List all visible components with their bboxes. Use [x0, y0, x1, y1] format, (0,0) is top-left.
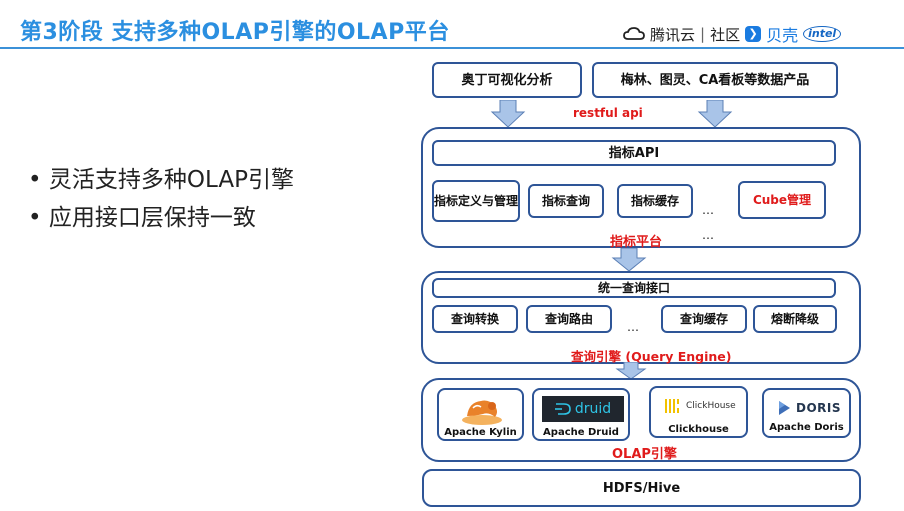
bullet-item: • 灵活支持多种OLAP引擎 [28, 167, 294, 193]
olap-engine-label: OLAP引擎 [612, 447, 677, 462]
down-arrow-icon [611, 248, 647, 272]
engine-name: Apache Doris [769, 422, 844, 433]
title-underline [0, 47, 904, 49]
metric-query-box: 指标查询 [528, 184, 604, 218]
query-cache-box: 查询缓存 [661, 305, 747, 333]
circuit-breaker-box: 熔断降级 [753, 305, 837, 333]
community-text: 社区 [710, 25, 741, 44]
intel-logo: intel [803, 26, 842, 42]
kylin-card: Apache Kylin [437, 388, 524, 441]
engine-name: Apache Druid [543, 427, 619, 438]
consumer-box: 奥丁可视化分析 [432, 62, 582, 98]
hdfs-hive-box: HDFS/Hive [422, 469, 861, 507]
query-routing-box: 查询路由 [526, 305, 612, 333]
druid-symbol-icon [554, 403, 571, 415]
clickhouse-bars-icon [665, 399, 679, 413]
clickhouse-logo-icon: ClickHouse [665, 399, 736, 413]
beike-badge-icon: ❯ [745, 26, 762, 42]
divider: | [700, 25, 706, 43]
metric-cache-box: 指标缓存 [617, 184, 693, 218]
restful-api-label: restful api [573, 106, 643, 120]
down-arrow-icon [615, 362, 647, 380]
bullet-item: • 应用接口层保持一致 [28, 205, 256, 231]
slide-title: 第3阶段 支持多种OLAP引擎的OLAP平台 [20, 20, 450, 45]
down-arrow-icon [490, 100, 526, 128]
ellipsis: … [627, 320, 640, 334]
bullet-list: • 灵活支持多种OLAP引擎 • 应用接口层保持一致 [28, 160, 294, 236]
doris-logo-icon: DORIS [778, 400, 841, 416]
metric-platform-label: 指标平台 [610, 235, 663, 250]
consumer-box: 梅林、图灵、CA看板等数据产品 [592, 62, 838, 98]
clickhouse-logo-text: ClickHouse [686, 401, 736, 411]
query-transform-box: 查询转换 [432, 305, 518, 333]
cube-management-box: Cube管理 [738, 181, 826, 219]
beike-text: 贝壳 [766, 26, 799, 45]
druid-card: druid Apache Druid [532, 388, 630, 441]
engine-name: Clickhouse [668, 424, 729, 435]
unified-query-interface-box: 统一查询接口 [432, 278, 836, 298]
doris-logo-text: DORIS [796, 401, 842, 415]
metric-definition-box: 指标定义与管理 [432, 180, 520, 222]
down-arrow-icon [697, 100, 733, 128]
brand-logos: 腾讯云 | 社区 ❯ 贝壳 intel [623, 22, 842, 46]
clickhouse-card: ClickHouse Clickhouse [649, 386, 748, 438]
query-engine-label: 查询引擎 (Query Engine) [571, 349, 732, 364]
tencent-cloud-text: 腾讯云 [650, 25, 696, 44]
ellipsis: … [702, 203, 715, 217]
druid-logo-icon: druid [542, 396, 624, 422]
doris-chevron-icon [779, 401, 790, 415]
kylin-logo-icon [462, 400, 502, 425]
doris-card: DORIS Apache Doris [762, 388, 851, 438]
engine-name: Apache Kylin [444, 427, 517, 438]
metric-api-box: 指标API [432, 140, 836, 166]
druid-logo-text: druid [574, 401, 612, 417]
tencent-cloud-icon [623, 27, 645, 40]
ellipsis: … [702, 228, 715, 242]
